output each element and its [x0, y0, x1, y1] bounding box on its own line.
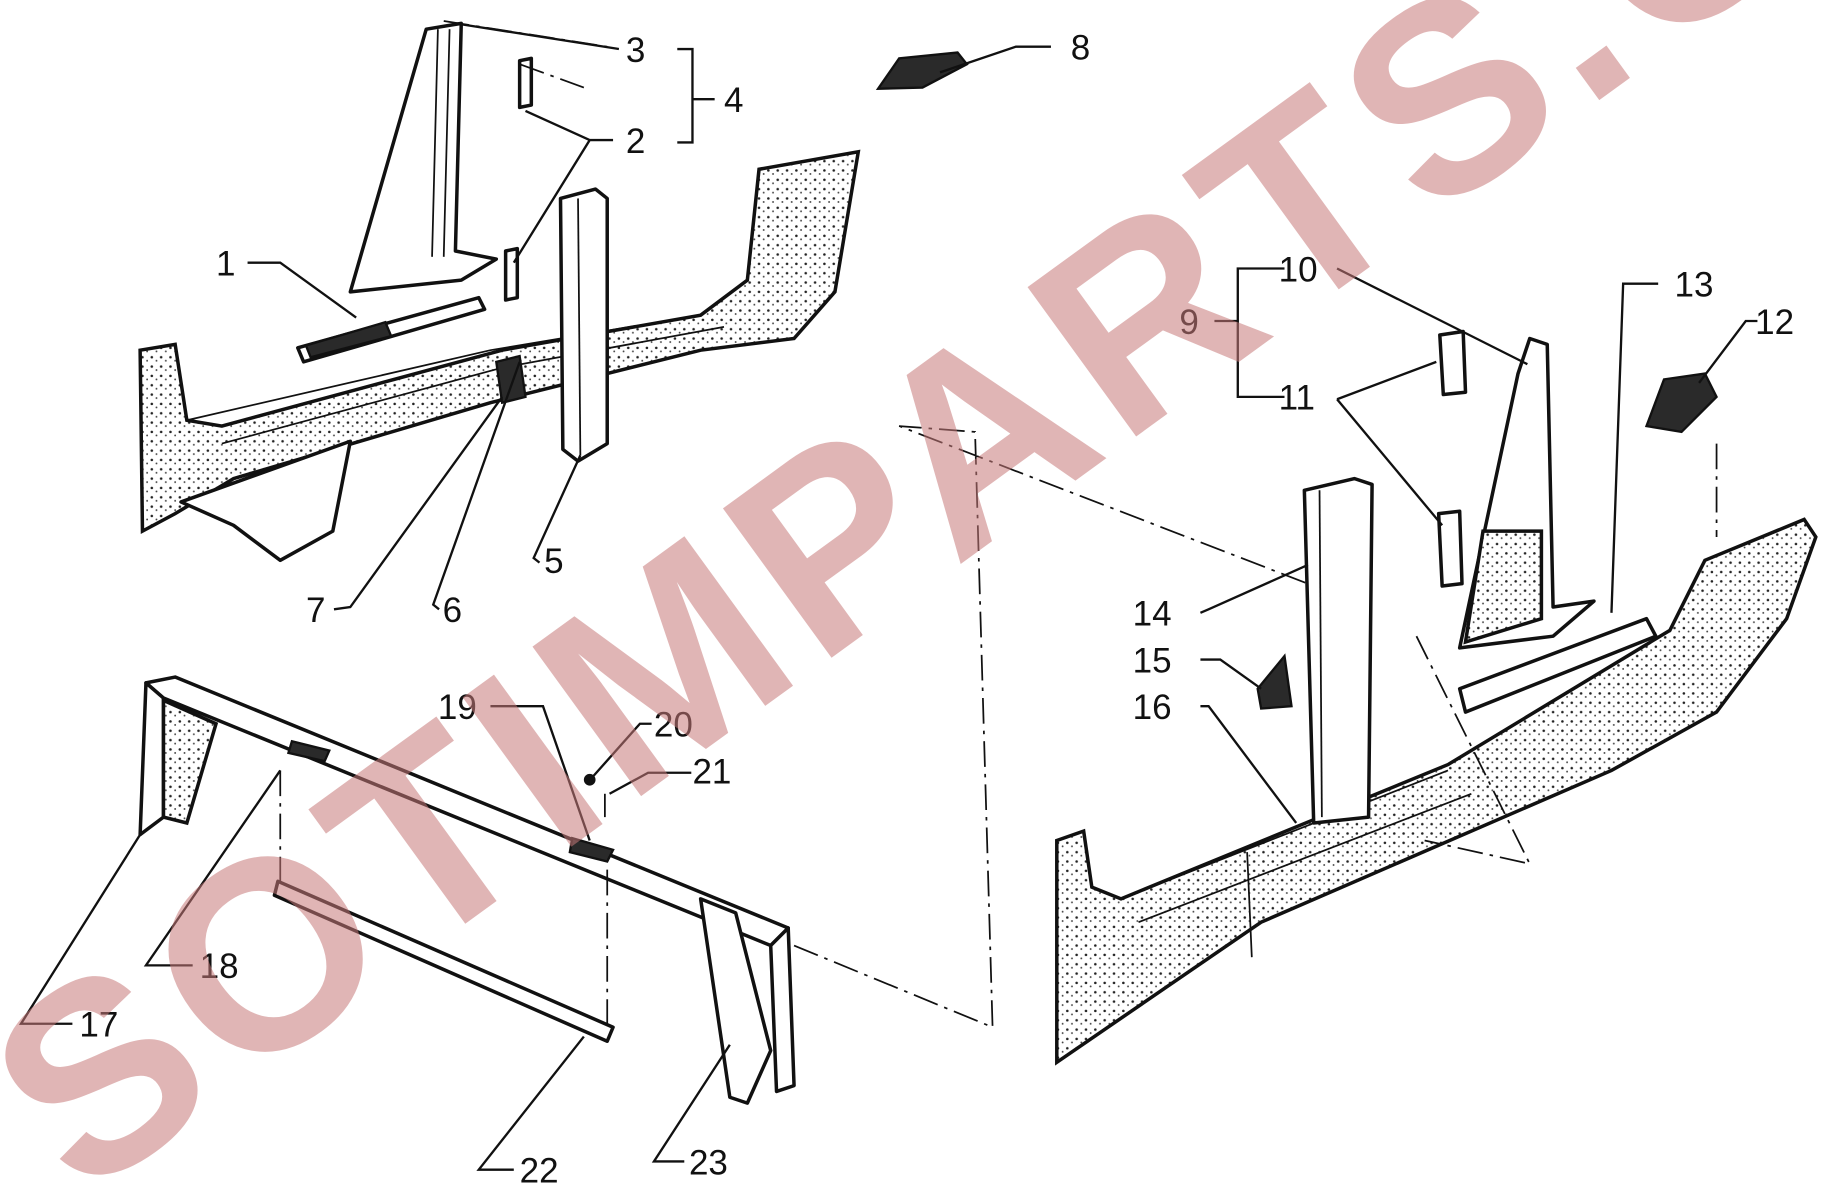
callout-16: 16: [1133, 688, 1172, 727]
assembly-line: [279, 425, 1309, 1029]
callout-17: 17: [79, 1006, 118, 1045]
callout-labels: 1 2 3 4 5 6 7 8 9 10 11 12 13 14 15 16 1…: [79, 29, 1794, 1191]
callout-19: 19: [438, 688, 477, 727]
callout-3: 3: [626, 31, 645, 70]
callout-5: 5: [544, 542, 563, 581]
callout-10: 10: [1279, 250, 1318, 289]
callout-11: 11: [1279, 379, 1315, 418]
callout-9: 9: [1179, 303, 1198, 342]
callout-15: 15: [1133, 641, 1172, 680]
callout-14: 14: [1133, 595, 1172, 634]
callout-21: 21: [692, 752, 731, 791]
callout-1: 1: [216, 244, 235, 283]
callout-4: 4: [724, 81, 743, 120]
callout-20: 20: [654, 706, 693, 745]
crossmember-assembly: [138, 675, 796, 1105]
part-20-nut: [583, 773, 596, 786]
callout-8: 8: [1071, 29, 1090, 68]
callout-6: 6: [443, 591, 462, 630]
part-8-bracket: [875, 51, 969, 90]
leader-lines: [18, 22, 1758, 1171]
right-sill-assembly: [1055, 329, 1818, 1066]
callout-12: 12: [1755, 303, 1794, 342]
assembly-line: [1415, 443, 1718, 866]
callout-22: 22: [520, 1151, 559, 1190]
callout-23: 23: [689, 1143, 728, 1182]
callout-18: 18: [200, 947, 239, 986]
callout-7: 7: [306, 591, 325, 630]
callout-13: 13: [1675, 266, 1714, 305]
callout-2: 2: [626, 122, 645, 161]
